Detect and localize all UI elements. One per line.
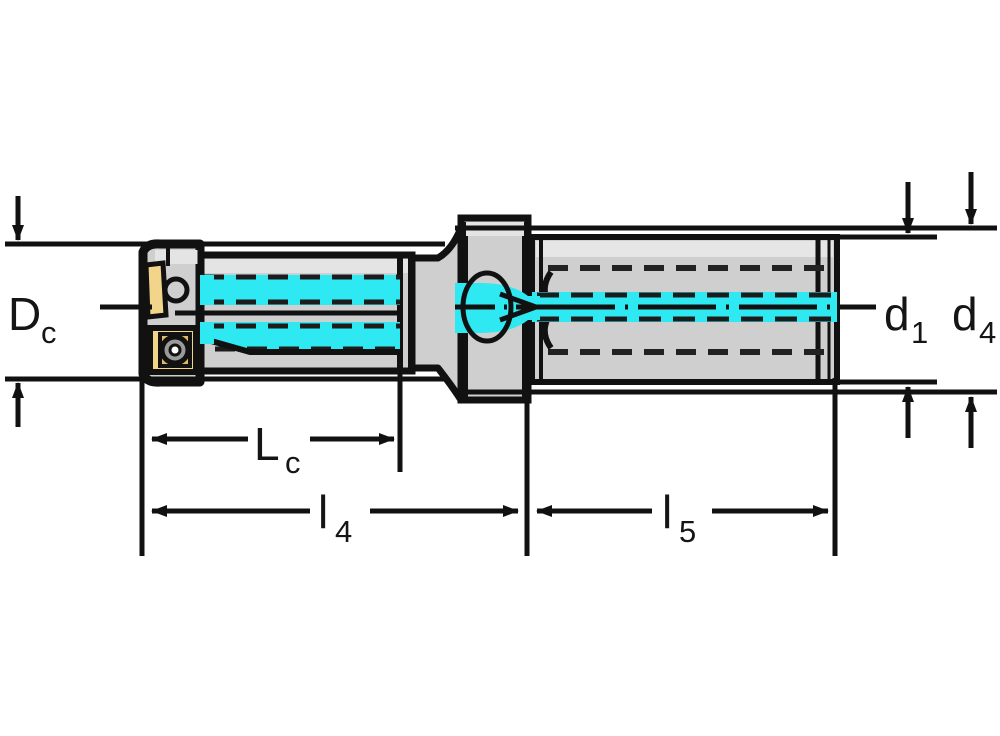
label-l4-symbol: l bbox=[318, 486, 328, 538]
label-d1-subscript: 1 bbox=[911, 315, 928, 350]
coolant-channel-shank bbox=[532, 292, 837, 322]
tool-geometry bbox=[138, 214, 840, 404]
label-l4-subscript: 4 bbox=[335, 514, 352, 549]
coolant-stub-upper bbox=[200, 275, 214, 305]
insert-central-screw-inner bbox=[168, 343, 182, 357]
label-d4: d 4 bbox=[952, 288, 996, 350]
label-dc-subscript: c bbox=[41, 315, 57, 350]
shank-chamfer-lower bbox=[541, 318, 554, 350]
shank-highlight bbox=[536, 241, 833, 257]
label-l5: l 5 bbox=[662, 486, 696, 549]
insert-peripheral-body bbox=[143, 260, 169, 320]
label-lc-subscript: c bbox=[285, 445, 301, 480]
dimension-lines bbox=[5, 172, 997, 556]
dimension-labels: D c d 1 d 4 L c l 4 l 5 bbox=[8, 288, 996, 549]
label-d4-subscript: 4 bbox=[979, 315, 996, 350]
label-d4-symbol: d bbox=[952, 288, 978, 340]
label-l5-symbol: l bbox=[662, 486, 672, 538]
coolant-channel-collar bbox=[455, 270, 545, 344]
cutting-insert-central bbox=[147, 325, 199, 375]
cutting-insert-peripheral bbox=[143, 260, 169, 320]
label-dc-symbol: D bbox=[8, 288, 41, 340]
label-d1-symbol: d bbox=[884, 288, 910, 340]
label-lc: L c bbox=[254, 418, 301, 480]
label-l4: l 4 bbox=[318, 486, 352, 549]
coolant-stub-lower bbox=[200, 322, 214, 344]
label-l5-subscript: 5 bbox=[679, 514, 696, 549]
label-lc-symbol: L bbox=[254, 418, 280, 470]
label-d1: d 1 bbox=[884, 288, 928, 350]
label-dc: D c bbox=[8, 288, 57, 350]
body-highlight bbox=[172, 259, 408, 273]
insert-peripheral-screw bbox=[162, 276, 190, 304]
tool-head bbox=[138, 239, 215, 387]
coolant-bulb bbox=[455, 283, 540, 333]
